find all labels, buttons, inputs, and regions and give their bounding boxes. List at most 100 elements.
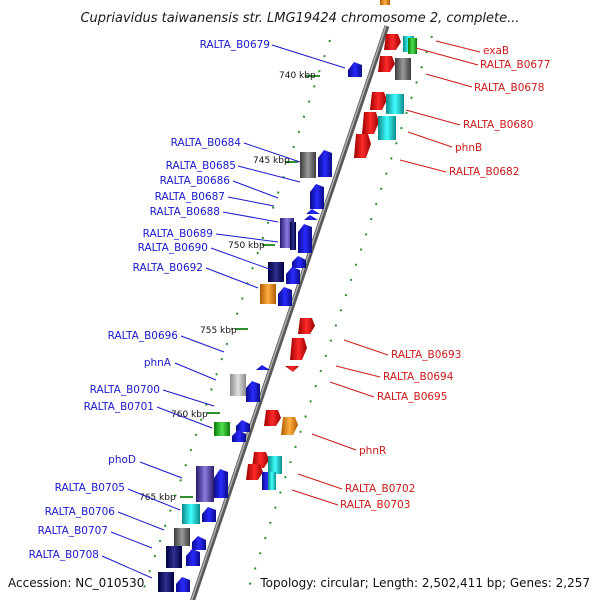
gene-feature[interactable]	[378, 116, 396, 140]
gene-label[interactable]: RALTA_B0694	[383, 371, 454, 383]
gene-label[interactable]: exaB	[483, 45, 509, 57]
gene-feature[interactable]	[230, 374, 246, 396]
gene-label[interactable]: RALTA_B0678	[474, 82, 544, 94]
gene-feature[interactable]	[182, 504, 200, 524]
gene-feature[interactable]	[264, 410, 281, 426]
gene-feature[interactable]	[196, 466, 214, 502]
gene-feature[interactable]	[310, 184, 324, 209]
gene-feature[interactable]	[286, 267, 300, 284]
gene-feature[interactable]	[192, 536, 206, 550]
gene-feature[interactable]	[176, 577, 190, 592]
leader-line	[297, 473, 343, 490]
gene-label[interactable]: RALTA_B0700	[90, 384, 160, 396]
leader-line	[210, 247, 273, 271]
leader-line	[435, 40, 481, 53]
gene-feature[interactable]	[408, 38, 417, 54]
gene-feature[interactable]	[278, 287, 292, 306]
gene-label[interactable]: RALTA_B0687	[155, 191, 225, 203]
gene-label[interactable]: RALTA_B0701	[84, 401, 154, 413]
gene-feature[interactable]	[281, 417, 298, 435]
gene-label[interactable]: RALTA_B0692	[133, 262, 203, 274]
kbp-label: 760 kbp	[171, 410, 208, 420]
gene-feature[interactable]	[260, 284, 276, 304]
gene-feature[interactable]	[384, 34, 401, 50]
gene-feature[interactable]	[290, 338, 307, 360]
leader-line	[227, 196, 275, 207]
gene-label[interactable]: RALTA_B0696	[108, 330, 179, 342]
gene-label[interactable]: RALTA_B0688	[150, 206, 220, 218]
gene-feature[interactable]	[186, 549, 200, 566]
gene-label[interactable]: RALTA_B0693	[391, 349, 461, 361]
gene-feature[interactable]	[378, 56, 395, 72]
gene-label[interactable]: RALTA_B0708	[29, 549, 99, 561]
gene-label[interactable]: RALTA_B0684	[171, 137, 242, 149]
gene-feature[interactable]	[370, 92, 387, 110]
gene-label[interactable]: RALTA_B0707	[38, 525, 108, 537]
gene-label[interactable]: RALTA_B0682	[449, 166, 519, 178]
gene-feature[interactable]	[246, 464, 263, 480]
gene-feature[interactable]	[268, 262, 284, 282]
gene-feature[interactable]	[214, 422, 230, 436]
leader-line	[110, 531, 153, 549]
gene-label[interactable]: RALTA_B0703	[340, 499, 410, 511]
leader-line	[311, 433, 357, 451]
gene-feature[interactable]	[232, 430, 246, 442]
gene-label[interactable]: RALTA_B0680	[463, 119, 533, 131]
gene-label[interactable]: phnR	[359, 445, 386, 457]
gene-feature[interactable]	[298, 224, 312, 253]
leader-line	[139, 461, 183, 479]
gene-feature[interactable]	[386, 94, 404, 114]
gene-label[interactable]: RALTA_B0705	[55, 482, 125, 494]
gene-label[interactable]: phnA	[144, 357, 172, 369]
gene-feature[interactable]	[395, 58, 411, 80]
gene-label[interactable]: RALTA_B0686	[160, 175, 231, 187]
gene-feature[interactable]	[256, 365, 270, 370]
leader-line	[291, 489, 339, 506]
kbp-scale: 740 kbp 745 kbp 750 kbp 755 kbp 760 kbp …	[139, 71, 320, 503]
gene-feature[interactable]	[158, 572, 174, 592]
right-leader-lines	[291, 40, 481, 506]
leader-line	[156, 406, 213, 429]
gene-feature[interactable]	[318, 150, 332, 177]
gene-feature[interactable]	[362, 112, 379, 134]
gene-feature[interactable]	[354, 134, 371, 158]
gene-label[interactable]: RALTA_B0695	[377, 391, 447, 403]
gene-feature[interactable]	[174, 528, 190, 546]
gene-feature[interactable]	[262, 472, 272, 490]
gene-label[interactable]: phoD	[108, 454, 136, 466]
leader-line	[407, 131, 453, 148]
leader-line	[101, 555, 153, 579]
leader-line	[205, 267, 259, 289]
gene-feature[interactable]	[292, 256, 306, 268]
leader-line	[415, 47, 479, 66]
map-title: Cupriavidus taiwanensis str. LMG19424 ch…	[80, 11, 519, 26]
gene-feature[interactable]	[285, 366, 299, 372]
gene-label[interactable]: RALTA_B0685	[166, 160, 236, 172]
gene-label[interactable]: phnB	[455, 142, 482, 154]
gene-feature[interactable]	[348, 62, 362, 77]
gene-feature[interactable]	[246, 381, 260, 402]
gene-label[interactable]: RALTA_B0689	[143, 228, 213, 240]
gene-feature[interactable]	[202, 507, 216, 522]
gene-feature[interactable]	[268, 472, 276, 490]
gene-label[interactable]: RALTA_B0706	[45, 506, 116, 518]
left-leader-lines	[101, 44, 346, 579]
gene-label[interactable]: RALTA_B0677	[480, 59, 550, 71]
gene-feature[interactable]	[306, 209, 320, 214]
left-gene-labels: RALTA_B0679 RALTA_B0684 RALTA_B0685 RALT…	[29, 39, 270, 561]
leader-line	[127, 488, 181, 511]
gene-feature[interactable]	[166, 546, 182, 568]
gene-label[interactable]: RALTA_B0702	[345, 483, 415, 495]
gene-feature[interactable]	[268, 456, 282, 474]
gene-label[interactable]: RALTA_B0690	[138, 242, 208, 254]
gene-feature[interactable]	[300, 152, 316, 178]
gene-feature[interactable]	[236, 420, 250, 432]
gene-feature[interactable]	[214, 469, 228, 498]
gene-label[interactable]: RALTA_B0679	[200, 39, 270, 51]
gene-feature[interactable]	[290, 222, 296, 250]
gene-feature[interactable]	[380, 0, 390, 5]
chromosome-backbone	[190, 25, 390, 600]
gene-feature[interactable]	[304, 215, 318, 220]
gene-feature[interactable]	[298, 318, 315, 334]
